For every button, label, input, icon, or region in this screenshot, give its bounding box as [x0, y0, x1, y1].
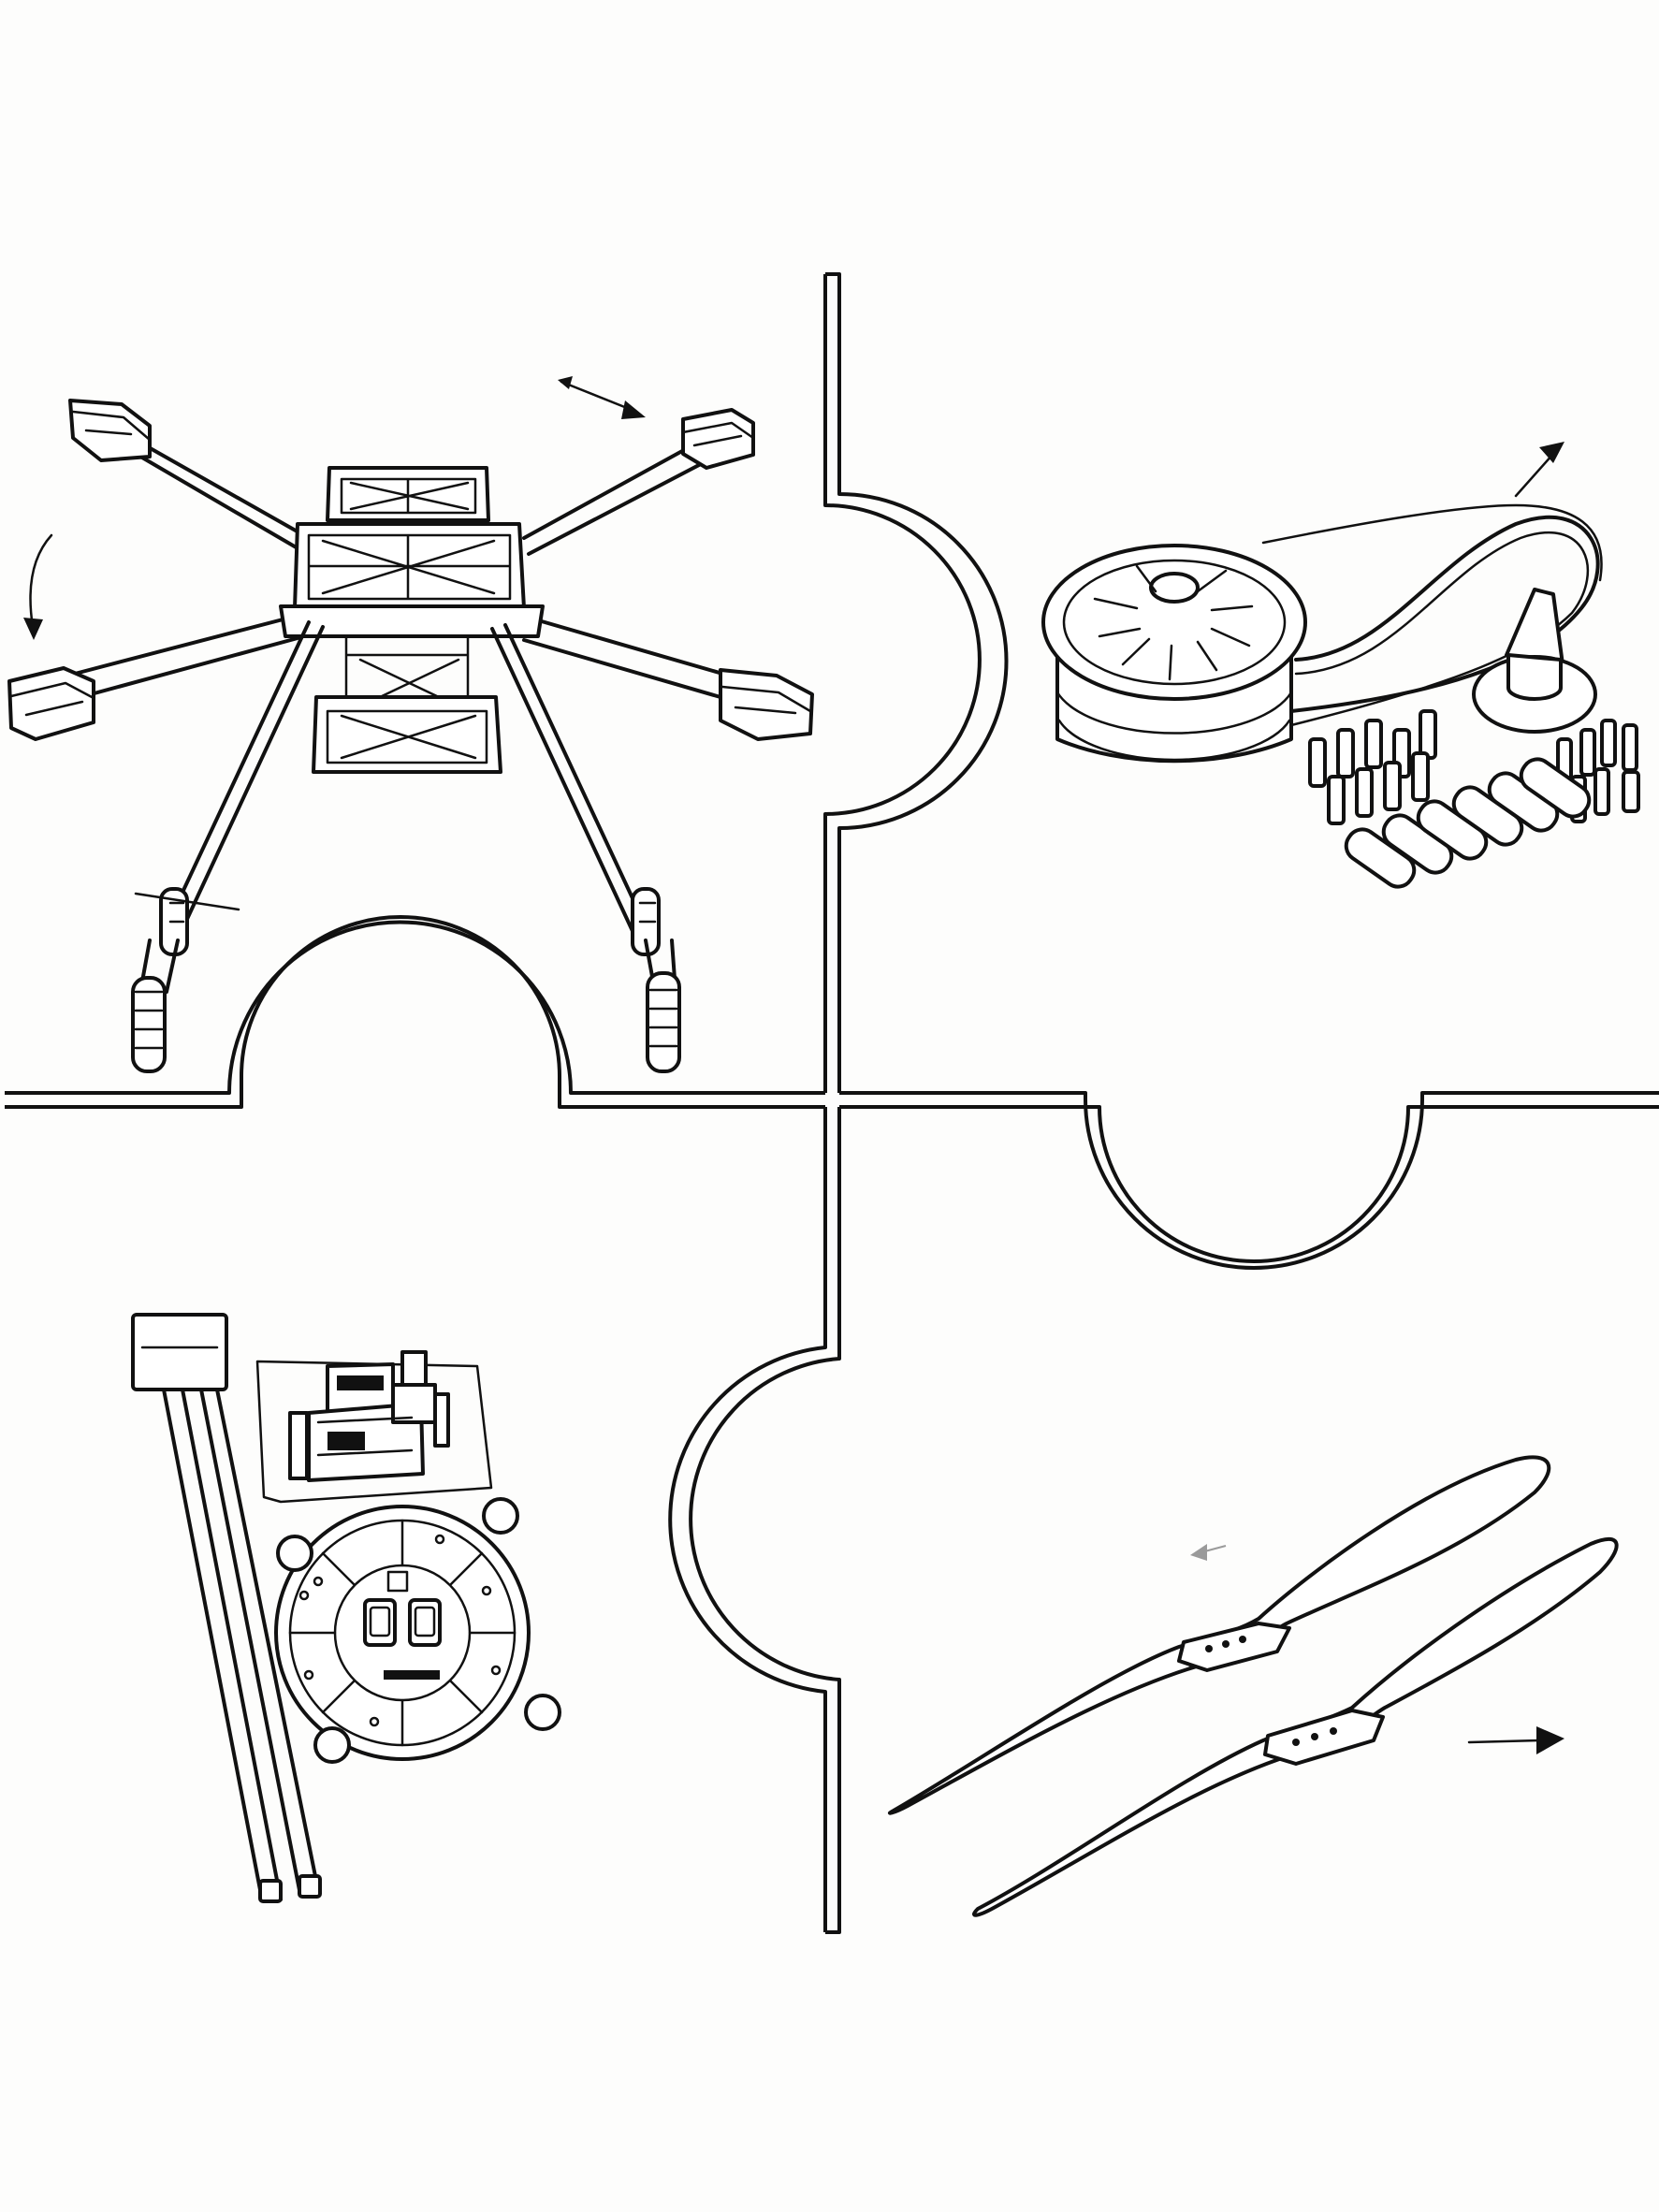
puzzle-seam-lower-vertical-inner: [689, 1107, 841, 1934]
quadcopter-frame-illustration: [7, 376, 814, 1073]
propellers-illustration: [888, 1455, 1619, 1917]
frame-landing-legs: [131, 620, 681, 1073]
frame-motor-mount-front-right: [681, 408, 755, 470]
motor-connector-sleeves: [1344, 757, 1592, 889]
propeller-lower: [972, 1536, 1619, 1917]
puzzle-seam-left-horizontal-inner: [5, 915, 825, 1109]
power-cable-with-connector: [131, 1313, 322, 1903]
flight-controller-board: [274, 1497, 561, 1764]
flight-controller-illustration: [131, 1313, 561, 1903]
puzzle-outlines: [5, 272, 1659, 1934]
motor-body: [1041, 544, 1307, 764]
puzzle-seam-upper-vertical: [825, 272, 1009, 1093]
brushless-motor-illustration: [1041, 442, 1640, 889]
frame-arms: [73, 424, 750, 706]
frame-motor-mount-rear-right: [719, 668, 814, 741]
frame-motion-arrows: [23, 376, 646, 911]
receiver-module-in-bag: [255, 1350, 493, 1504]
frame-center-body: [279, 466, 545, 774]
propeller-upper: [888, 1455, 1551, 1815]
puzzle-seam-right-horizontal: [839, 1091, 1659, 1270]
propeller-motion-arrows: [1190, 1544, 1564, 1754]
puzzle-seam-lower-vertical: [668, 1107, 827, 1932]
motor-wires: [1261, 442, 1603, 727]
motor-mounting-screws: [1308, 709, 1640, 825]
puzzle-seam-left-horizontal: [5, 920, 825, 1095]
propeller-adapter-cone: [1472, 588, 1597, 734]
frame-motor-mount-front-left: [68, 399, 152, 462]
puzzle-seam-right-horizontal-inner: [839, 1105, 1659, 1263]
puzzle-seam-upper-vertical-inner: [823, 274, 982, 1093]
frame-motor-mount-rear-left: [7, 666, 95, 741]
